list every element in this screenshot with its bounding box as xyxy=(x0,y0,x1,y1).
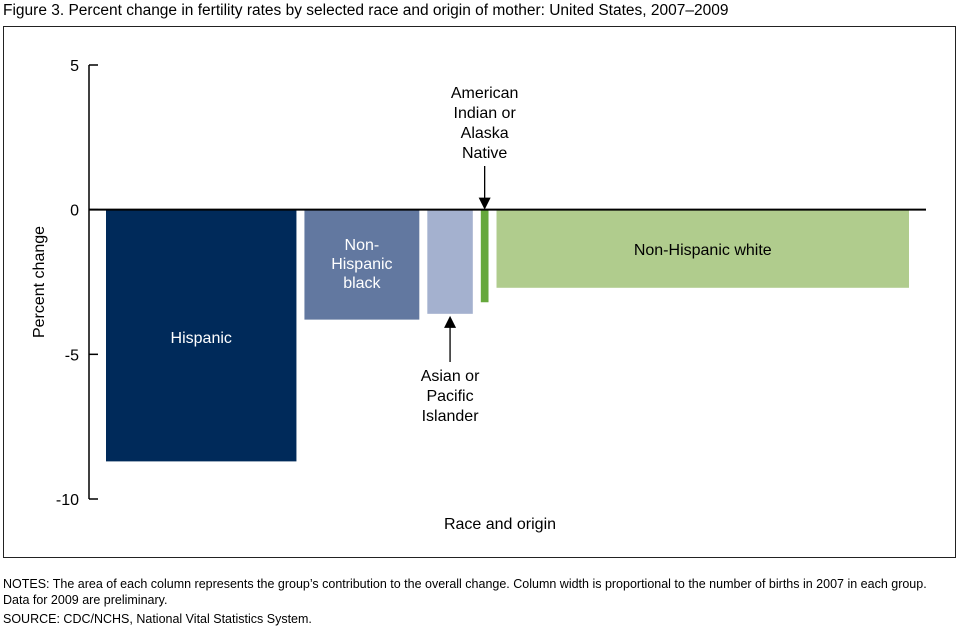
chart-title: Figure 3. Percent change in fertility ra… xyxy=(3,2,729,19)
bar-1 xyxy=(304,209,420,320)
bar-label: Islander xyxy=(422,408,480,425)
bar-label: Hispanic xyxy=(171,330,232,347)
chart-source: SOURCE: CDC/NCHS, National Vital Statist… xyxy=(3,612,312,626)
bar-label: Indian or xyxy=(454,105,517,122)
bar-2 xyxy=(427,209,473,314)
x-axis-label: Race and origin xyxy=(444,516,556,533)
y-tick-label: 5 xyxy=(70,58,79,75)
bar-0 xyxy=(106,209,297,462)
annotation-arrow-head xyxy=(478,197,491,210)
bar-label: black xyxy=(343,275,381,292)
bar-4 xyxy=(496,209,909,288)
y-axis-label: Percent change xyxy=(31,226,48,338)
bar-3 xyxy=(480,209,489,303)
y-tick-label: -10 xyxy=(56,492,79,509)
bar-label: Non- xyxy=(345,237,380,254)
y-tick-label: 0 xyxy=(70,203,79,220)
bar-label: Alaska xyxy=(461,125,509,142)
bar-label: Hispanic xyxy=(331,256,392,273)
bar-label: Pacific xyxy=(426,388,473,405)
chart-notes: NOTES: The area of each column represent… xyxy=(3,577,927,607)
bar-label: Non-Hispanic white xyxy=(634,242,772,259)
y-tick-label: -5 xyxy=(65,347,79,364)
chart-frame xyxy=(3,26,956,558)
bar-label: Asian or xyxy=(421,368,480,385)
bar-label: American xyxy=(451,85,519,102)
annotation-arrow-head xyxy=(444,315,457,328)
bar-label: Native xyxy=(462,145,507,162)
